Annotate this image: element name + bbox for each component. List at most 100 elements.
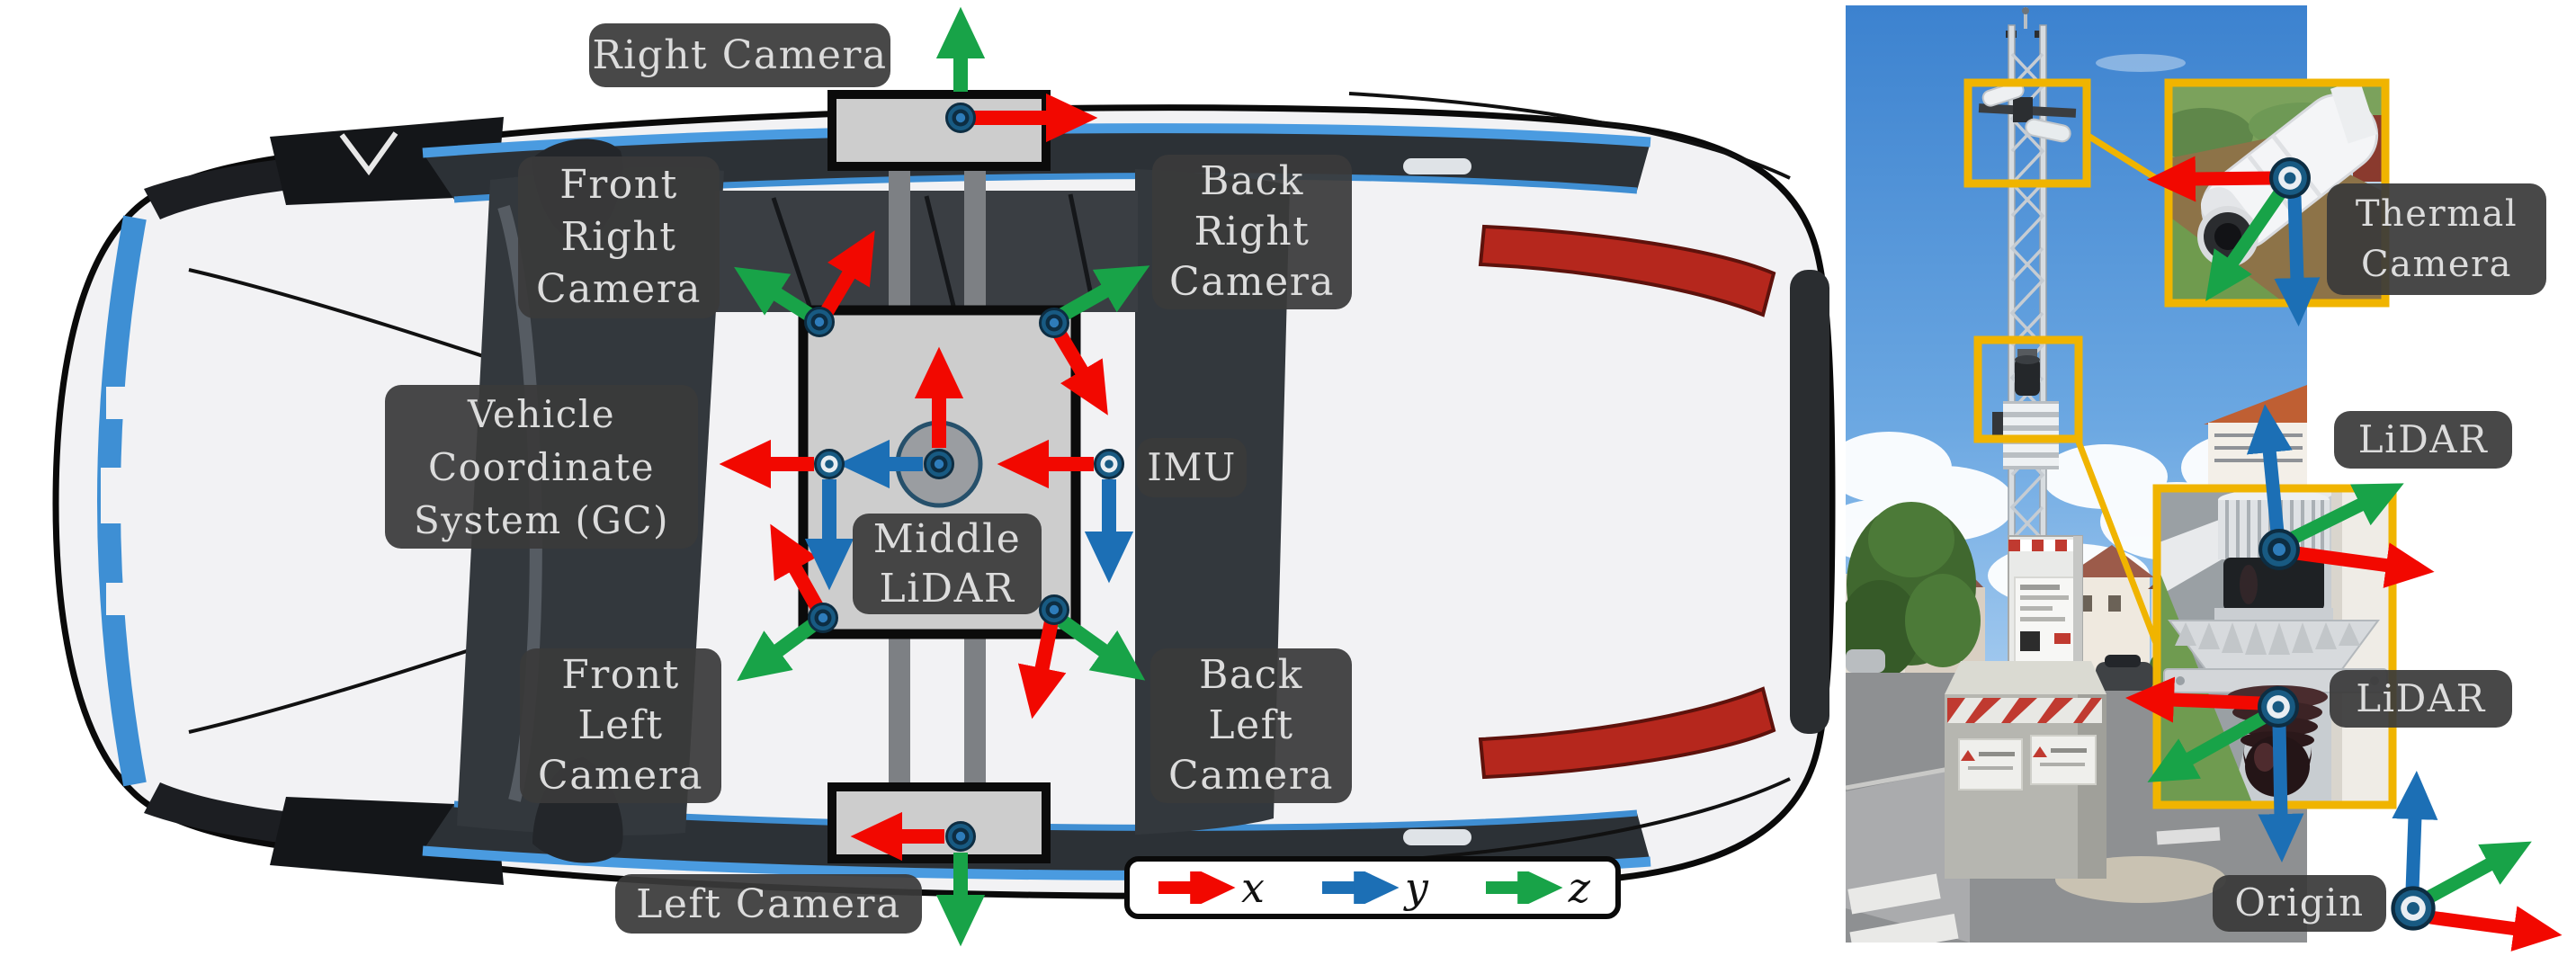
lidar-top-label: LiDAR	[2334, 411, 2512, 469]
z-axis-arrow	[1056, 265, 1150, 323]
front-right-camera-label: Front Right Camera	[518, 156, 720, 318]
roof-glass-lines	[771, 193, 1096, 307]
label-line: System (GC)	[414, 497, 669, 542]
label-line: LiDAR	[879, 566, 1015, 612]
rear-bumper	[1790, 270, 1829, 734]
label-line: Coordinate	[428, 444, 655, 489]
front-left-camera-origin-marker	[808, 603, 838, 633]
front-notch	[101, 468, 148, 523]
left-camera-label-text: Left Camera	[636, 880, 901, 927]
label-line: Camera	[538, 753, 703, 799]
lidar-highlight-box	[1973, 335, 2083, 443]
legend-z-symbol: z	[1568, 863, 1590, 912]
label-line: Right	[560, 214, 677, 260]
thermal-camera-inset	[2147, 78, 2390, 326]
label-line: Left	[577, 702, 664, 748]
front-right-camera-origin-marker	[804, 307, 835, 337]
vehicle-top-view	[52, 6, 1836, 947]
crosswalk	[1847, 873, 1959, 943]
x-axis-arrow	[2125, 676, 2261, 723]
hazard-stripes	[1947, 698, 2102, 723]
z-axis-arrow	[2205, 187, 2287, 302]
left-camera-origin-marker	[945, 821, 976, 852]
x-axis-arrow	[1017, 615, 1067, 719]
vehicle-cs-origin-marker	[814, 449, 845, 479]
emblem	[339, 131, 398, 176]
front-notch	[106, 387, 148, 419]
vehicle-cs-label: Vehicle Coordinate System (GC)	[385, 385, 698, 549]
highlight-annotations	[1963, 78, 2170, 645]
label-line: Back	[1199, 652, 1303, 698]
right-camera-label: Right Camera	[589, 23, 890, 87]
x-axis-arrow	[2294, 542, 2435, 588]
tail-light-right	[1478, 224, 1776, 317]
label-line: Thermal	[2355, 193, 2518, 235]
front-notch	[106, 583, 148, 615]
mast-camera-cluster	[1978, 81, 2077, 143]
vehicle-axis-arrows	[719, 6, 1150, 947]
right-camera-label-text: Right Camera	[592, 32, 888, 78]
imu-origin-marker	[1094, 449, 1124, 479]
axis-legend: x y z	[1124, 856, 1621, 919]
label-line: Right	[1194, 209, 1310, 255]
origin-label: Origin	[2213, 875, 2386, 932]
imu-label: IMU	[1137, 438, 1247, 497]
z-axis-arrow-icon	[1485, 871, 1563, 904]
legend-y-item: y	[1319, 863, 1428, 912]
z-axis-arrow	[734, 266, 817, 323]
lidar-inset	[2125, 404, 2435, 862]
origin-marker	[2393, 889, 2434, 929]
y-axis-arrow	[2392, 771, 2438, 891]
middle-lidar-label: Middle LiDAR	[853, 514, 1042, 614]
left-camera-label: Left Camera	[615, 874, 922, 934]
back-right-camera-origin-marker	[1039, 308, 1069, 338]
concrete-base	[1945, 661, 2106, 879]
tail-light-left	[1478, 686, 1776, 780]
lidar-top-origin-marker	[2260, 531, 2298, 568]
legend-x-symbol: x	[1241, 863, 1265, 912]
door-handle	[1403, 829, 1471, 845]
lidar-label-text: LiDAR	[2356, 675, 2486, 720]
label-line: Camera	[2360, 244, 2513, 285]
thermal-camera-label: Thermal Camera	[2327, 183, 2546, 295]
z-axis-arrow	[2290, 483, 2404, 544]
lane-marking	[2156, 826, 2221, 845]
y-axis-arrow-icon	[1321, 871, 1400, 904]
label-line: Vehicle	[467, 391, 616, 436]
label-line: Left	[1208, 702, 1294, 748]
y-axis-arrow	[2258, 723, 2304, 862]
left-camera-box	[827, 782, 1051, 863]
legend-z-item: z	[1482, 863, 1590, 912]
front-left-camera-label: Front Left Camera	[520, 648, 721, 803]
origin-frame	[2392, 771, 2563, 952]
lidar-label-text: LiDAR	[2357, 416, 2489, 461]
right-camera-origin-marker	[945, 103, 976, 133]
y-axis-arrow	[2274, 195, 2321, 326]
y-axis-arrow	[2246, 404, 2293, 533]
lidar-bottom-origin-marker	[2259, 688, 2297, 726]
x-axis-arrow	[2428, 906, 2563, 952]
label-line: Camera	[1169, 259, 1335, 305]
legend-y-symbol: y	[1404, 863, 1428, 912]
z-axis-arrow	[2147, 710, 2268, 782]
z-axis-arrow	[2425, 841, 2532, 904]
z-axis-arrow	[737, 618, 818, 682]
x-axis-arrow	[2147, 156, 2273, 202]
label-line: Front	[561, 652, 680, 698]
lidar-bottom-label: LiDAR	[2330, 670, 2512, 728]
legend-x-item: x	[1155, 863, 1265, 912]
door-handle	[1403, 158, 1471, 174]
z-axis-arrow	[1057, 614, 1146, 681]
x-axis-arrow	[818, 230, 875, 321]
label-line: Camera	[536, 266, 702, 312]
origin-label-text: Origin	[2234, 880, 2365, 925]
connector-line	[2073, 435, 2160, 645]
middle-lidar-origin-marker	[924, 449, 954, 479]
imu-label-text: IMU	[1147, 444, 1237, 489]
label-line: Front	[559, 162, 678, 208]
x-axis-arrow-icon	[1158, 871, 1236, 904]
camera-mount	[2330, 83, 2378, 144]
label-line: Back	[1200, 158, 1304, 204]
thermal-camera-origin-marker	[2271, 159, 2309, 197]
